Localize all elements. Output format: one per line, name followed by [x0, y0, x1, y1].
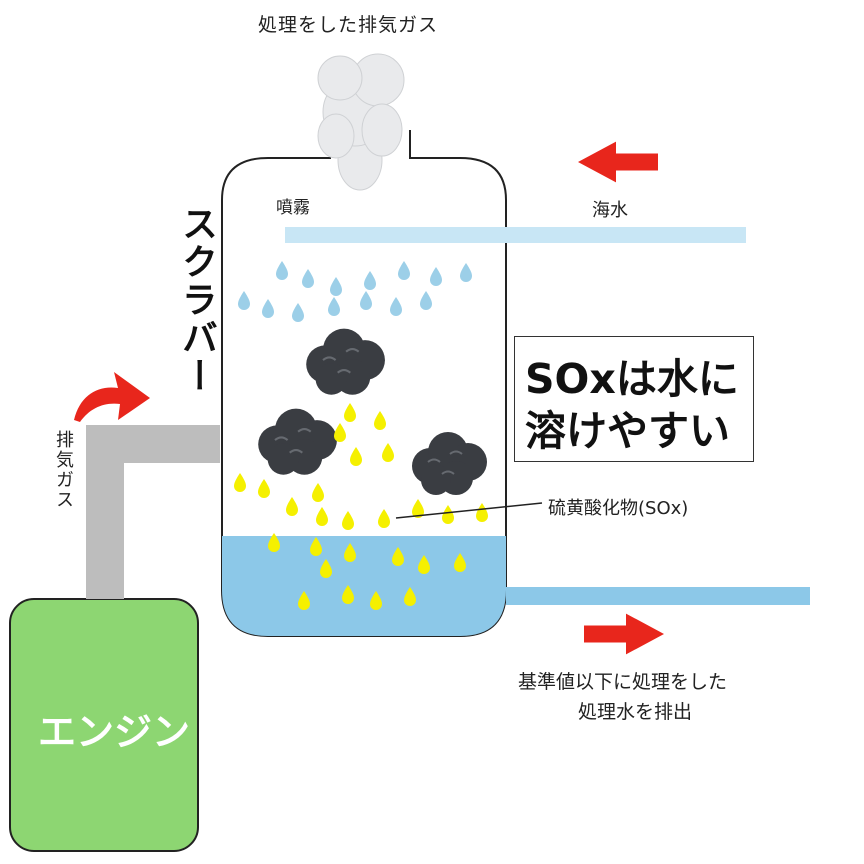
soot-cloud-icon: [257, 327, 488, 496]
callout-line-2: 溶けやすい: [525, 407, 730, 455]
water-pool: [222, 536, 506, 636]
seawater-arrow-icon: [578, 141, 658, 183]
discharge-label-line-1: 基準値以下に処理をした: [518, 671, 728, 693]
discharge-arrow-icon: [584, 613, 664, 655]
exhaust-gas-label: 排気ガス: [53, 430, 74, 510]
scrubber-title: スクラバー: [176, 205, 217, 395]
sox-leader-line: [395, 502, 543, 519]
spray-droplets: [238, 261, 472, 322]
callout-line-1: SOxは水に: [525, 355, 739, 403]
engine-label: エンジン: [38, 710, 191, 754]
discharge-pipe: [506, 587, 810, 605]
steam-cloud-icon: [317, 53, 405, 191]
seawater-pipe: [285, 227, 746, 243]
discharge-label-line-2: 処理水を排出: [578, 701, 693, 723]
seawater-label: 海水: [592, 200, 628, 221]
treated-exhaust-label: 処理をした排気ガス: [258, 14, 439, 36]
exhaust-pipe: [86, 425, 220, 599]
sox-callout-box: SOxは水に 溶けやすい: [514, 336, 754, 462]
spray-label: 噴霧: [276, 198, 310, 218]
sox-label: 硫黄酸化物(SOx): [548, 498, 689, 519]
exhaust-arrow-icon: [74, 372, 150, 422]
